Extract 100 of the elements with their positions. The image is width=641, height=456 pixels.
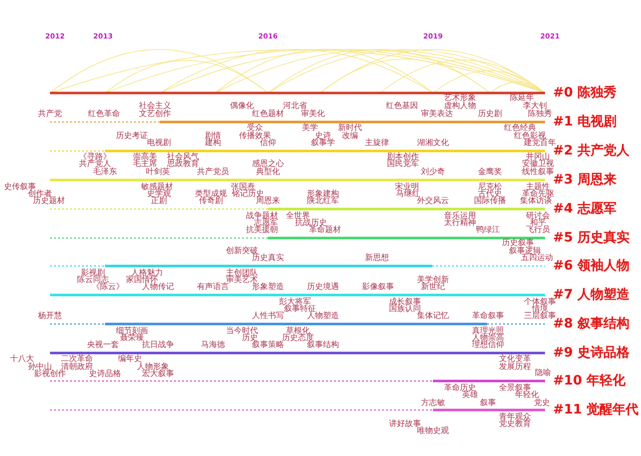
keyword-label: 信仰 xyxy=(260,139,276,147)
cluster-label: #4 志愿军 xyxy=(553,202,616,216)
keyword-label: 文化变革 xyxy=(499,355,531,363)
keyword-label: 《寻路》 xyxy=(79,153,111,161)
keyword-label: 鸭绿江 xyxy=(476,226,500,234)
keyword-label: 历史境遇 xyxy=(307,283,339,291)
keyword-label: 形象建构 xyxy=(307,190,339,198)
keyword-label: 史传叙事 xyxy=(4,183,36,191)
keyword-label: 线性叙事 xyxy=(522,168,554,176)
keyword-label: 真理光照 xyxy=(472,327,504,335)
keyword-label: 陈独秀 xyxy=(528,110,552,118)
keyword-label: 形象塑造 xyxy=(252,283,284,291)
keyword-label: 人格魅力 xyxy=(131,269,163,277)
keyword-label: 清朝政府 xyxy=(61,363,93,371)
keyword-label: 叙事结构 xyxy=(307,341,339,349)
keyword-label: 飞行员 xyxy=(526,226,550,234)
keyword-label: 周恩来 xyxy=(256,197,280,205)
keyword-label: 思政教育 xyxy=(167,160,199,168)
keyword-label: 革命题材 xyxy=(309,226,341,234)
keyword-label: 人性书写 xyxy=(252,312,284,320)
keyword-label: 毛泽东 xyxy=(93,168,117,176)
keyword-label: 集体记忆 xyxy=(417,312,449,320)
keyword-label: 战争题材 xyxy=(246,212,278,220)
keyword-label: 杨开慧 xyxy=(38,312,62,320)
keyword-label: 历史剧 xyxy=(478,110,502,118)
keyword-label: 主题性 xyxy=(526,183,550,191)
keyword-label: 历史态度 xyxy=(282,334,314,342)
keyword-label: 电视剧 xyxy=(147,139,171,147)
keyword-label: 历史真实 xyxy=(252,254,284,262)
keyword-label: 敏感题材 xyxy=(141,183,173,191)
keyword-label: 红色革命 xyxy=(88,110,120,118)
keyword-label: 隐喻 xyxy=(535,369,551,377)
keyword-label: 影视创作 xyxy=(34,370,66,378)
keyword-label: 马继红 xyxy=(396,190,420,198)
keyword-label: 孙中山 xyxy=(28,363,52,371)
keyword-label: 细节刻画 xyxy=(116,327,148,335)
keyword-label: 新思想 xyxy=(365,254,389,262)
keyword-label: 志愿军 xyxy=(254,219,278,227)
cluster-label: #3 周恩来 xyxy=(553,174,616,186)
keyword-label: 红色题材 xyxy=(252,110,284,118)
keyword-label: 革命叙事 xyxy=(472,312,504,320)
keyword-label: 叙事逻辑 xyxy=(509,247,541,255)
keyword-label: 叶剑英 xyxy=(146,168,170,176)
keyword-label: 新时代 xyxy=(338,124,362,132)
keyword-label: 审美艺术 xyxy=(226,276,258,284)
cluster-label: #10 年轻化 xyxy=(553,374,626,388)
keyword-label: 张国焘 xyxy=(231,183,255,191)
keyword-label: 人物崇高 xyxy=(472,334,504,342)
keyword-label: 唯物史观 xyxy=(417,427,449,435)
keyword-label: 尼克松 xyxy=(478,183,502,191)
keyword-label: 太行精神 xyxy=(444,219,476,227)
keyword-label: 剧本创作 xyxy=(387,153,419,161)
keyword-label: 传播效果 xyxy=(239,132,271,140)
keyword-label: 金鹰奖 xyxy=(478,168,502,176)
keyword-label: 集体访谈 xyxy=(520,197,552,205)
keyword-label: 家国情怀 xyxy=(126,276,158,284)
cluster-label: #1 电视剧 xyxy=(553,116,616,128)
keyword-label: 创作者 xyxy=(28,190,52,198)
keyword-label: 受众 xyxy=(247,124,263,132)
keyword-label: 古代史 xyxy=(478,190,502,198)
keyword-label: 湖湘文化 xyxy=(417,139,449,147)
keyword-label: 叙事学 xyxy=(311,139,335,147)
keyword-label: 历史考证 xyxy=(116,132,148,140)
keyword-label: 二次革命 xyxy=(61,355,93,363)
keyword-label: 方志敏 xyxy=(421,399,445,407)
keyword-label: 美学创新 xyxy=(417,276,449,284)
keyword-label: 三层叙事 xyxy=(524,312,556,320)
keyword-label: 情境 xyxy=(532,305,548,313)
keyword-label: 五四运动 xyxy=(521,254,553,262)
keyword-label: 虚构人物 xyxy=(444,102,476,110)
keyword-label: 抗战历史 xyxy=(295,219,327,227)
keyword-label: 共产党员 xyxy=(197,168,229,176)
cluster-label: #11 觉醒年代 xyxy=(553,404,639,416)
keyword-label: 人物传记 xyxy=(142,283,174,291)
keyword-label: 文艺创作 xyxy=(139,110,171,118)
keyword-label: 抗日战争 xyxy=(142,341,174,349)
keyword-label: 河北省 xyxy=(283,102,307,110)
keyword-label: 影像叙事 xyxy=(362,283,394,291)
keyword-label: 理想信仰 xyxy=(472,341,504,349)
keyword-label: 历史题材 xyxy=(33,197,65,205)
keyword-label: 年轻化 xyxy=(515,391,539,399)
keyword-label: 发展历程 xyxy=(499,363,531,371)
keyword-label: 艺术形象 xyxy=(444,94,476,102)
keyword-label: 红色基因 xyxy=(386,102,418,110)
keyword-label: 陕北红军 xyxy=(307,197,339,205)
keyword-label: 十八大 xyxy=(10,355,34,363)
keyword-label: 陈延年 xyxy=(510,94,534,102)
keyword-label: 聂荣臻 xyxy=(120,334,144,342)
keyword-label: 安徽卫视 xyxy=(522,160,554,168)
keyword-label: 英雄 xyxy=(462,391,478,399)
keyword-label: 外交风云 xyxy=(417,197,449,205)
keyword-label: 宋业明 xyxy=(395,183,419,191)
keyword-label: 国际传播 xyxy=(474,197,506,205)
keyword-label: 央视一套 xyxy=(87,341,119,349)
keyword-label: 草根化 xyxy=(286,327,310,335)
keyword-label: 党史教育 xyxy=(499,420,531,428)
keyword-label: 刘少奇 xyxy=(421,168,445,176)
keyword-label: 革命先驱 xyxy=(522,190,554,198)
keyword-label: 《陈云》 xyxy=(92,283,124,291)
keyword-label: 有声语言 xyxy=(197,283,229,291)
